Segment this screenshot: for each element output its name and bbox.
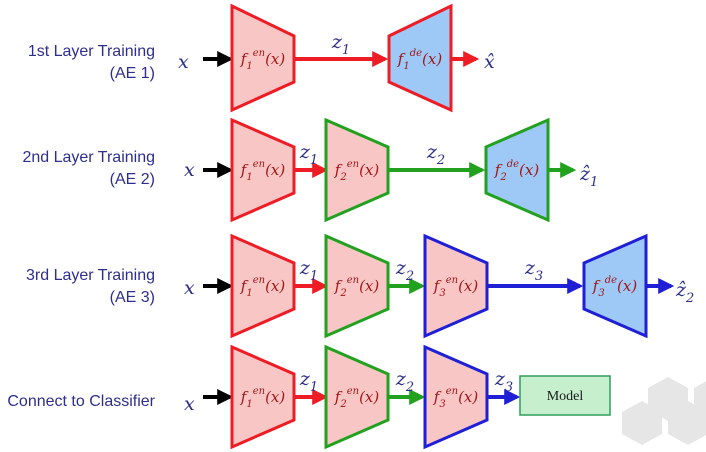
encoder-2 bbox=[324, 344, 390, 450]
decoder-1 bbox=[387, 3, 453, 113]
output-x-hat: x̂ bbox=[484, 51, 495, 73]
link-z3-label: z3 bbox=[494, 368, 513, 395]
encoder-1 bbox=[230, 3, 296, 113]
decoder-3-label: f3de(x) bbox=[592, 275, 638, 299]
row-label-line1: Connect to Classifier bbox=[7, 393, 155, 410]
row-1-layer-training: 1st Layer Training (AE 1) x f1en(x) z1 f… bbox=[28, 3, 495, 113]
row-3-layer-training: 3rd Layer Training (AE 3) x f1en(x) z1 f… bbox=[26, 233, 694, 339]
link-z3-label: z3 bbox=[524, 257, 543, 284]
encoder-3-label: f3en(x) bbox=[433, 386, 479, 410]
hexagon-watermark bbox=[622, 377, 706, 445]
link-z1-label: z1 bbox=[331, 31, 350, 58]
decoder-2-label: f2de(x) bbox=[494, 159, 540, 183]
encoder-2-label: f2en(x) bbox=[334, 386, 380, 410]
input-x: x bbox=[178, 51, 189, 73]
output-z1-hat: ẑ1 bbox=[579, 163, 598, 190]
encoder-2-label: f2en(x) bbox=[334, 275, 380, 299]
encoder-3 bbox=[423, 233, 489, 339]
row-label-line1: 3rd Layer Training bbox=[26, 267, 155, 284]
link-z1-label: z1 bbox=[299, 368, 318, 395]
encoder-1-label: f1en(x) bbox=[240, 48, 286, 72]
encoder-2-label: f2en(x) bbox=[334, 159, 380, 183]
link-z1-label: z1 bbox=[299, 257, 318, 284]
classifier-model-label: Model bbox=[547, 389, 584, 404]
row-label-line2: (AE 2) bbox=[110, 171, 155, 188]
encoder-1-label: f1en(x) bbox=[240, 386, 286, 410]
decoder-2 bbox=[484, 117, 550, 223]
classifier-model-box bbox=[519, 375, 611, 416]
output-z2-hat: ẑ2 bbox=[675, 279, 694, 306]
link-z2-label: z2 bbox=[395, 257, 414, 284]
encoder-2 bbox=[324, 117, 390, 223]
input-x: x bbox=[184, 277, 195, 299]
input-x: x bbox=[184, 393, 195, 415]
encoder-1 bbox=[230, 233, 296, 339]
row-4-connect-to-classifier: Connect to Classifier x f1en(x) z1 f2en(… bbox=[7, 344, 611, 450]
encoder-2 bbox=[324, 233, 390, 339]
encoder-3 bbox=[423, 344, 489, 450]
row-2-layer-training: 2nd Layer Training (AE 2) x f1en(x) z1 f… bbox=[22, 117, 598, 223]
encoder-1 bbox=[230, 117, 296, 223]
input-x: x bbox=[184, 159, 195, 181]
decoder-3 bbox=[582, 233, 648, 339]
row-label-line2: (AE 3) bbox=[110, 289, 155, 306]
encoder-1-label: f1en(x) bbox=[240, 275, 286, 299]
encoder-1 bbox=[230, 344, 296, 450]
encoder-3-label: f3en(x) bbox=[433, 275, 479, 299]
encoder-1-label: f1en(x) bbox=[240, 159, 286, 183]
link-z2-label: z2 bbox=[395, 368, 414, 395]
link-z1-label: z1 bbox=[299, 141, 318, 168]
row-label-line2: (AE 1) bbox=[110, 65, 155, 82]
row-label-line1: 2nd Layer Training bbox=[22, 149, 155, 166]
link-z2-label: z2 bbox=[426, 141, 445, 168]
row-label-line1: 1st Layer Training bbox=[28, 43, 155, 60]
decoder-1-label: f1de(x) bbox=[397, 48, 443, 72]
